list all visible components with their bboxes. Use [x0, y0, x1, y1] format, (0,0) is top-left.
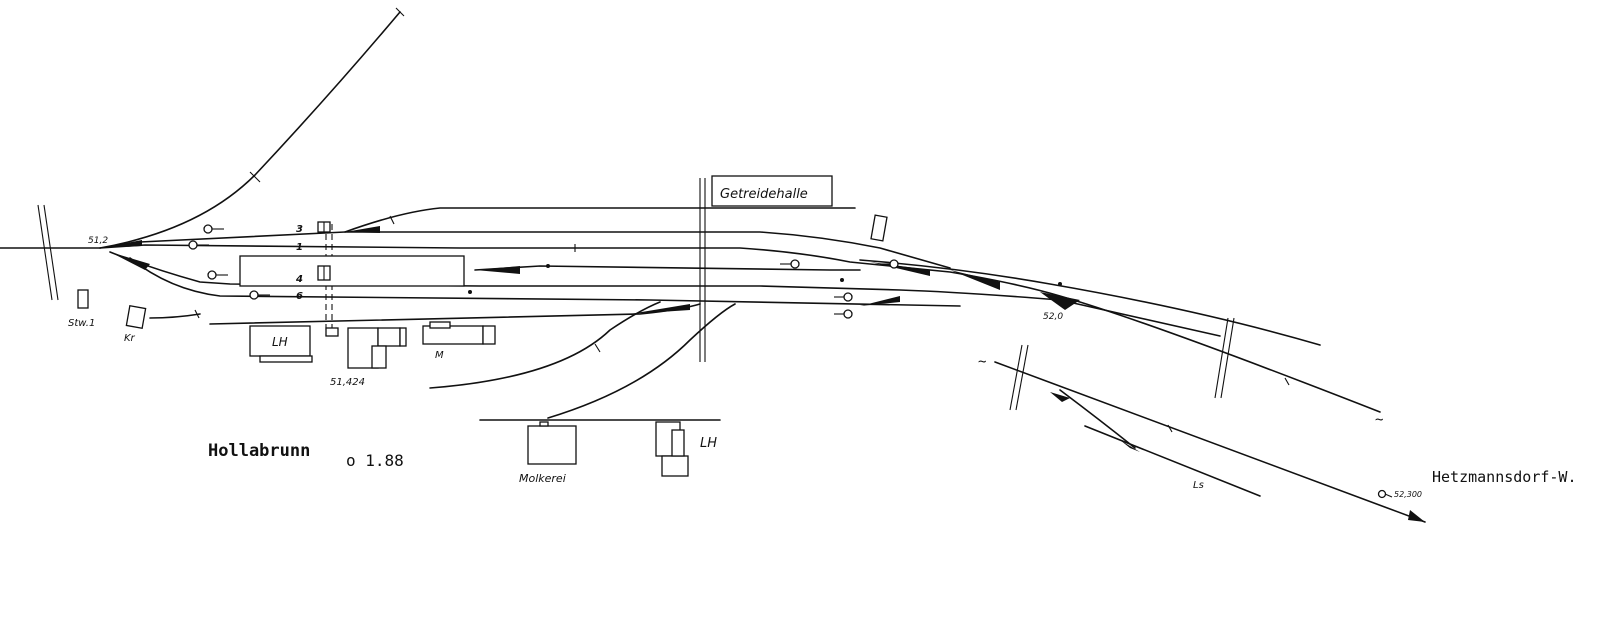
km-51-2-label: 51,2 [88, 236, 108, 246]
track-6-label: 6 [296, 291, 303, 302]
station-date: o 1.88 [346, 451, 404, 470]
labels: Getreidehalle 3 1 4 6 51,2 51,424 52,0 5… [68, 187, 1577, 499]
stw-building [77, 289, 89, 309]
stw-label: Stw.1 [68, 318, 95, 329]
track-1-label: 1 [296, 242, 303, 253]
signals [188, 224, 1393, 499]
m-building [422, 325, 484, 345]
track-3-label: 3 [296, 224, 303, 235]
station-building [239, 255, 465, 287]
molkerei-label: Molkerei [519, 472, 566, 485]
lh-main-label: LH [272, 335, 288, 349]
destination-label: Hetzmannsdorf-W. [1432, 468, 1577, 486]
track-4-label: 4 [295, 274, 303, 285]
getreidehalle-building [711, 175, 833, 207]
lh-molkerei-label: LH [700, 436, 717, 451]
km-52-300-label: 52,300 [1394, 490, 1422, 499]
m-label: M [435, 350, 444, 361]
km-51-424-label: 51,424 [330, 377, 365, 388]
km-52-0-label: 52,0 [1043, 312, 1063, 322]
getreidehalle-label: Getreidehalle [720, 187, 808, 202]
svg-text:~: ~ [1375, 412, 1383, 428]
track-network [0, 7, 1426, 523]
ls-label: Ls [1193, 480, 1204, 491]
kr-building [125, 305, 147, 329]
buildings [77, 175, 888, 477]
station-name: Hollabrunn [208, 441, 310, 461]
svg-text:~: ~ [978, 354, 986, 370]
kr-label: Kr [124, 333, 136, 344]
molkerei-building [527, 425, 577, 465]
lh-main-building [249, 325, 311, 357]
